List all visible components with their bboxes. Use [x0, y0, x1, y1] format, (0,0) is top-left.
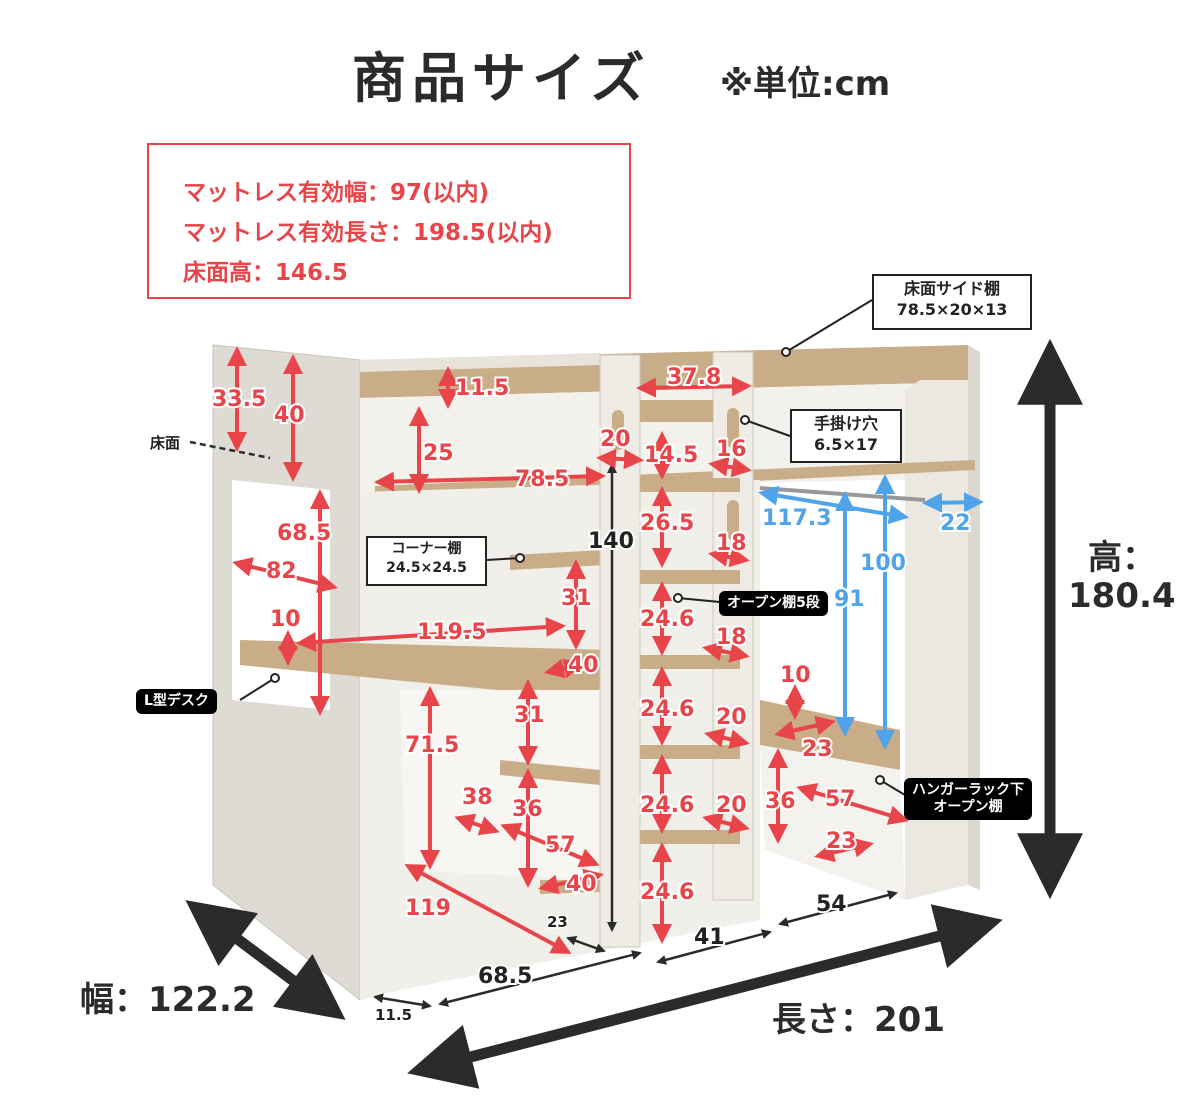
hanger-tag-line2: オープン棚 — [933, 799, 1003, 815]
side-shelf-size: 78.5×20×13 — [896, 300, 1008, 319]
dim-18-lower: 18 — [716, 625, 747, 650]
side-shelf-callout: 床面サイド棚 78.5×20×13 — [872, 274, 1032, 330]
dim-25: 25 — [423, 441, 454, 466]
dim-38: 38 — [462, 785, 493, 810]
hand-hole-callout: 手掛け穴 6.5×17 — [790, 409, 902, 463]
dim-20-low: 20 — [716, 793, 747, 818]
dim-10: 10 — [270, 607, 301, 632]
dim-23-lower: 23 — [826, 829, 857, 854]
height-label-line1: 高： — [1088, 538, 1156, 578]
dim-31-lower: 31 — [514, 703, 545, 728]
dim-22: 22 — [940, 511, 971, 536]
dim-23: 23 — [802, 737, 833, 762]
dim-82: 82 — [266, 559, 297, 584]
floor-label: 床面 — [150, 434, 181, 452]
dim-119-5: 119.5 — [417, 620, 487, 645]
dim-16: 16 — [716, 437, 747, 462]
dim-36: 36 — [512, 797, 543, 822]
dim-33-5: 33.5 — [212, 387, 266, 412]
dim-40: 40 — [274, 403, 305, 428]
side-shelf-title: 床面サイド棚 — [903, 279, 1000, 298]
hand-hole-size: 6.5×17 — [813, 435, 878, 454]
red-dimension-arrows — [227, 346, 909, 954]
dim-117-3: 117.3 — [762, 506, 832, 531]
dim-40-low: 40 — [566, 872, 597, 897]
corner-shelf-size: 24.5×24.5 — [386, 560, 467, 576]
dim-57-right: 57 — [825, 787, 856, 812]
dim-11-5-base: 11.5 — [375, 1006, 412, 1024]
dim-140: 140 — [588, 529, 634, 554]
length-label: 長さ：201 — [772, 1000, 945, 1040]
hanger-tag-line1: ハンガーラック下 — [912, 782, 1024, 798]
dim-68-5-base: 68.5 — [478, 964, 532, 989]
height-label-line2: 180.4 — [1068, 576, 1176, 616]
hand-hole-title: 手掛け穴 — [813, 414, 878, 433]
dim-41: 41 — [694, 925, 725, 950]
width-label: 幅：122.2 — [80, 980, 256, 1020]
dim-24-6-second: 24.6 — [640, 697, 694, 722]
corner-shelf-callout: コーナー棚 24.5×24.5 — [366, 536, 487, 586]
dim-54: 54 — [816, 892, 847, 917]
hanger-rack-tag: ハンガーラック下 オープン棚 — [904, 778, 1032, 820]
dim-36-right: 36 — [765, 789, 796, 814]
blue-dimension-arrows — [758, 474, 984, 750]
dim-119: 119 — [405, 896, 451, 921]
dim-37-8: 37.8 — [667, 365, 721, 390]
dim-14-5: 14.5 — [644, 443, 698, 468]
l-desk-tag: L型デスク — [136, 689, 217, 714]
page-title: 商品サイズ — [352, 47, 651, 110]
spec-floor-height: 床面高：146.5 — [183, 260, 348, 286]
dim-24-6-bottom: 24.6 — [640, 880, 694, 905]
dim-26-5: 26.5 — [640, 511, 694, 536]
dim-11-5: 11.5 — [455, 376, 509, 401]
dim-20-mid: 20 — [716, 705, 747, 730]
spec-mattress-length: マットレス有効長さ：198.5(以内) — [183, 220, 553, 246]
open-shelf-tag: オープン棚5段 — [719, 591, 828, 616]
spec-mattress-width: マットレス有効幅：97(以内) — [183, 180, 490, 206]
dim-24-6-third: 24.6 — [640, 793, 694, 818]
dim-40-desk: 40 — [568, 653, 599, 678]
unit-label: ※単位:cm — [720, 64, 891, 104]
dim-100: 100 — [860, 551, 906, 576]
dim-10-right: 10 — [780, 663, 811, 688]
dim-91: 91 — [834, 587, 865, 612]
dim-31: 31 — [561, 586, 592, 611]
dim-20: 20 — [600, 427, 631, 452]
dim-68-5: 68.5 — [277, 521, 331, 546]
spec-box: マットレス有効幅：97(以内) マットレス有効長さ：198.5(以内) 床面高：… — [147, 143, 631, 299]
dim-71-5: 71.5 — [405, 733, 459, 758]
dim-78-5: 78.5 — [515, 467, 569, 492]
width-arrow — [185, 900, 346, 1020]
dim-57: 57 — [545, 833, 576, 858]
callout-leaders — [239, 299, 906, 796]
corner-shelf-title: コーナー棚 — [391, 541, 462, 557]
dim-18: 18 — [716, 531, 747, 556]
length-arrow — [407, 904, 1003, 1089]
dim-23-floor: 23 — [547, 913, 568, 931]
dim-24-6: 24.6 — [640, 607, 694, 632]
